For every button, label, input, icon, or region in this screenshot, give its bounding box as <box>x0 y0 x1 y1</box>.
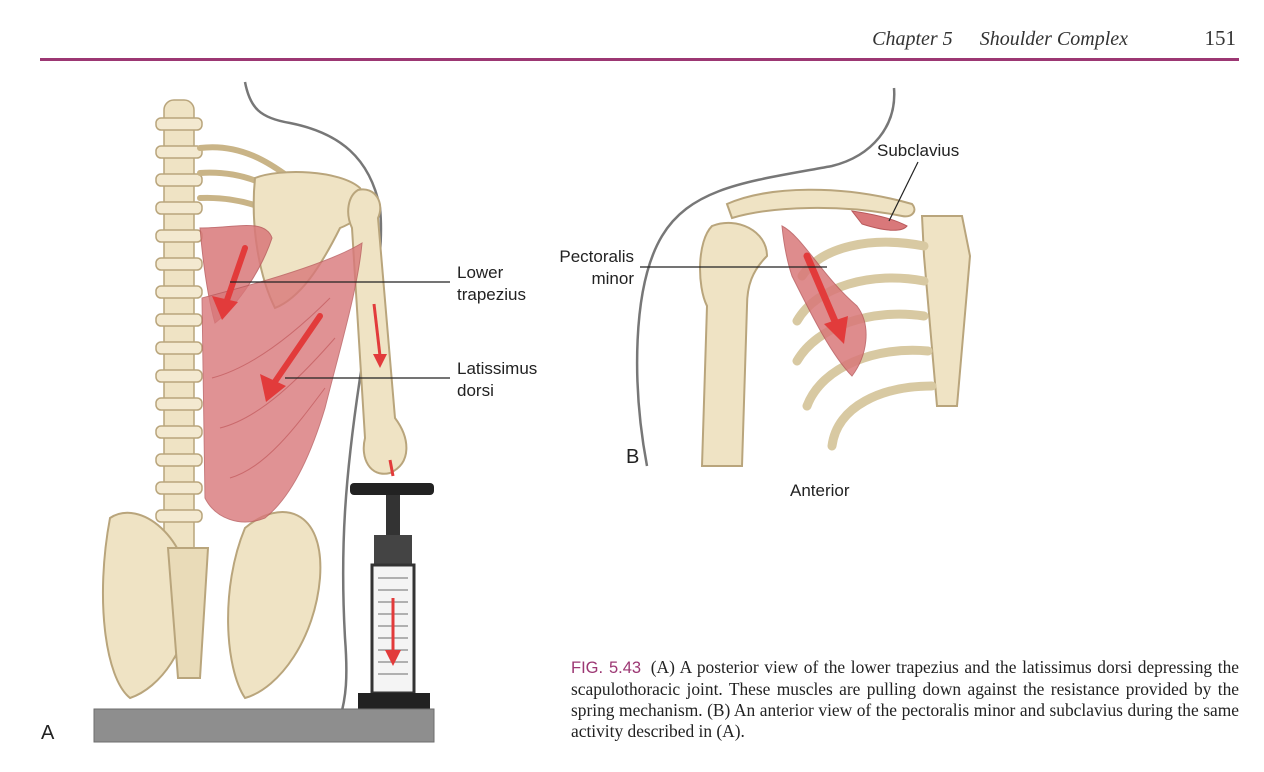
label-anterior: Anterior <box>790 481 850 500</box>
page-number: 151 <box>1204 26 1237 50</box>
pull-arrows <box>212 245 387 402</box>
chapter-label: Chapter 5 <box>872 28 953 50</box>
figure-b-illustration <box>635 87 972 467</box>
header-rule <box>40 58 1239 61</box>
label-line: trapezius <box>457 285 526 304</box>
panel-letter-a: A <box>41 722 55 744</box>
section-title: Shoulder Complex <box>979 28 1128 50</box>
label-line: Latissimus <box>457 359 538 378</box>
humerus-b <box>699 221 769 467</box>
running-head: Chapter 5 Shoulder Complex <box>872 28 1128 51</box>
figure-caption: FIG. 5.43 (A) A posterior view of the lo… <box>571 657 1239 742</box>
caption-text: (A) A posterior view of the lower trapez… <box>571 657 1240 741</box>
pelvis-right <box>227 511 322 700</box>
label-line: Pectoralis <box>559 247 634 266</box>
label-pectoralis-minor: Pectoralis minor <box>554 246 634 290</box>
label-subclavius: Subclavius <box>877 141 960 160</box>
figure-number: FIG. 5.43 <box>571 659 642 677</box>
sternum <box>920 215 972 407</box>
label-line: Lower <box>457 263 504 282</box>
clavicle <box>725 188 916 220</box>
pectoralis-arrowhead <box>824 316 848 344</box>
label-line: minor <box>591 269 634 288</box>
latissimus-dorsi-muscle <box>201 242 363 523</box>
label-latissimus-dorsi: Latissimus dorsi <box>457 358 537 402</box>
muscle-fibers <box>211 297 336 479</box>
subclavius-muscle <box>850 210 908 231</box>
body-outline-b <box>635 87 896 467</box>
label-line: dorsi <box>457 381 494 400</box>
panel-letter-b: B <box>626 446 640 468</box>
base-platform <box>93 708 435 743</box>
figure-a-illustration <box>93 81 450 743</box>
spring-mechanism <box>350 459 434 709</box>
spine <box>155 99 203 631</box>
pectoralis-arrow <box>803 252 841 330</box>
label-lower-trapezius: Lower trapezius <box>457 262 526 306</box>
running-header: Chapter 5 Shoulder Complex 151 <box>40 26 1238 60</box>
leader-subclavius <box>888 161 919 222</box>
sacrum <box>166 547 210 679</box>
